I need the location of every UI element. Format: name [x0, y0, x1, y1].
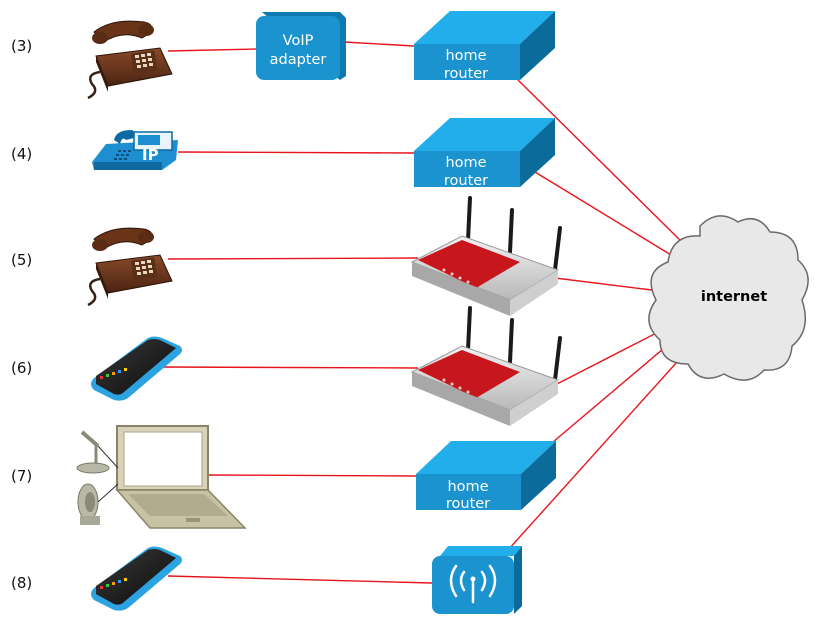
row-labels: (3) (4) (5) (6) (7) (8): [11, 37, 32, 592]
link-router3-internet: [552, 337, 677, 443]
link-laptop-router3: [206, 474, 417, 477]
laptop-icon: [115, 425, 247, 529]
wireless-access-point: [432, 546, 522, 614]
row-label-8: (8): [11, 574, 32, 592]
link-router1-internet: [517, 79, 689, 249]
ip-badge: IP: [142, 146, 159, 164]
link-ipphone-router2: [177, 151, 415, 154]
link-phone8-ap: [167, 575, 433, 584]
connection-lines: [159, 41, 689, 584]
voip-adapter-line2: adapter: [270, 52, 327, 68]
row-label-7: (7): [11, 467, 32, 485]
wireless-signal-icon: [449, 564, 497, 604]
link-phone3-adapter: [167, 48, 257, 52]
microphone-icon: [76, 430, 119, 474]
home-router-1-line2: router: [444, 66, 488, 82]
home-router-2-line2: router: [444, 173, 488, 189]
ip-phone-icon: IP: [92, 130, 178, 170]
desk-phone-icon: [87, 20, 173, 100]
link-phone6-fritz2: [159, 366, 419, 369]
voip-adapter: VoIP adapter: [256, 12, 346, 80]
voip-adapter-line1: VoIP: [283, 33, 314, 49]
link-ap-internet: [507, 351, 687, 551]
smartphone-icon: [91, 546, 182, 611]
link-adapter-router1: [343, 41, 415, 47]
wifi-router-1: [410, 196, 562, 316]
home-router-3-line1: home: [447, 479, 488, 495]
row-label-6: (6): [11, 359, 32, 377]
link-phone5-fritz1: [167, 257, 419, 260]
link-fritz2-internet: [554, 324, 673, 386]
home-router-1-line1: home: [445, 48, 486, 64]
row-label-4: (4): [11, 145, 32, 163]
row-label-3: (3): [11, 37, 32, 55]
home-router-3-line2: router: [446, 496, 490, 512]
wifi-router-2: [410, 306, 562, 426]
desk-phone-icon: [87, 227, 173, 307]
internet-cloud: internet: [648, 215, 809, 381]
speaker-icon: [77, 483, 119, 525]
smartphone-icon: [91, 336, 182, 401]
internet-label: internet: [701, 289, 767, 305]
home-router-2-line1: home: [445, 155, 486, 171]
link-router2-internet: [534, 171, 677, 259]
home-router-3: home router: [416, 441, 556, 512]
row-label-5: (5): [11, 251, 32, 269]
home-router-1: home router: [414, 11, 555, 82]
home-router-2: home router: [414, 118, 555, 189]
link-fritz1-internet: [554, 277, 653, 291]
